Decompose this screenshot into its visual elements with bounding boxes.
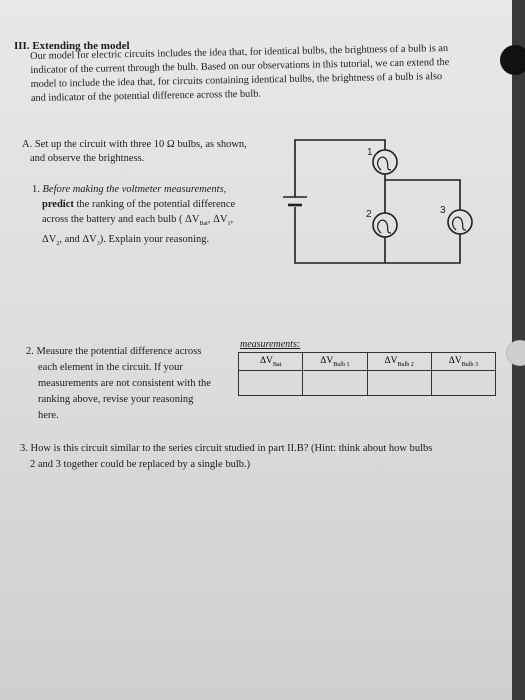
punch-hole <box>506 340 525 366</box>
header-text: ΔV <box>448 355 462 366</box>
intro-paragraph: Our model for electric circuits includes… <box>30 41 491 106</box>
question-3: 3. How is this circuit similar to the se… <box>20 441 500 473</box>
q1-italic: Before making the voltmeter measurements… <box>42 184 227 195</box>
q1-rest4: , <box>230 214 234 225</box>
value-cell-bulb1[interactable] <box>302 370 368 396</box>
header-sub: Bulb 2 <box>397 361 414 368</box>
q2-line: 2. Measure the potential difference acro… <box>26 346 202 357</box>
q2-line: ranking above, revise your reasoning <box>38 394 194 405</box>
wire-right-branch <box>385 179 461 210</box>
bulb-2 <box>372 212 398 238</box>
q3-line1: 3. How is this circuit similar to the se… <box>20 443 433 454</box>
q1-rest3: , ΔV <box>207 214 228 225</box>
q1-sub: 1 <box>227 221 231 228</box>
header-sub: Bat <box>272 361 282 368</box>
bulb-1 <box>372 149 398 175</box>
q2-line: each element in the circuit. If your <box>38 362 183 373</box>
question-1: 1. Before making the voltmeter measureme… <box>32 182 277 252</box>
q1-bold: predict <box>42 199 74 210</box>
measurements-label: measurements: <box>240 339 301 350</box>
q1-rest5: ΔV <box>42 234 57 246</box>
q1-rest6: , and ΔV <box>59 234 97 246</box>
bulb-3 <box>447 209 473 235</box>
q2-line: measurements are not consistent with the <box>38 378 211 389</box>
q1-rest2: across the battery and each bulb ( ΔV <box>42 214 200 225</box>
header-text: ΔV <box>320 355 334 366</box>
bulb-2-label: 2 <box>366 209 372 220</box>
part-a-line1: A. Set up the circuit with three 10 Ω bu… <box>22 139 247 150</box>
table-header-row: ΔVBat ΔVBulb 1 ΔVBulb 2 ΔVBulb 3 <box>237 352 497 371</box>
bulb-3-label: 3 <box>440 205 446 216</box>
bulb-1-filament <box>377 156 392 171</box>
part-a-line2: and observe the brightness. <box>30 153 145 164</box>
section-heading: III. Extending the model <box>14 40 130 52</box>
value-cell-bulb2[interactable] <box>366 370 432 396</box>
circuit-diagram: 1 2 3 <box>283 139 473 264</box>
header-sub: Bulb 3 <box>461 361 478 368</box>
wire-top <box>294 139 386 197</box>
punch-hole <box>500 45 525 75</box>
q1-rest1: the ranking of the potential difference <box>73 199 236 210</box>
measurements-table: ΔVBat ΔVBulb 1 ΔVBulb 2 ΔVBulb 3 <box>237 352 497 396</box>
worksheet-page: III. Extending the model Our model for e… <box>0 0 512 700</box>
header-text: ΔV <box>259 355 273 366</box>
q3-line2: 2 and 3 together could be replaced by a … <box>30 459 251 470</box>
part-a-instructions: A. Set up the circuit with three 10 Ω bu… <box>22 138 272 166</box>
q1-sub: 2 <box>56 241 60 248</box>
q1-number: 1. <box>32 184 40 195</box>
header-dv-bulb2: ΔVBulb 2 <box>366 352 432 371</box>
value-cell-bulb3[interactable] <box>430 370 497 396</box>
q1-sub: Bat <box>199 221 208 228</box>
bulb-2-filament <box>377 219 392 234</box>
table-value-row <box>237 370 497 396</box>
q1-rest7: ). Explain your reasoning. <box>99 234 210 246</box>
q2-line: here. <box>38 410 59 421</box>
header-dv-bulb1: ΔVBulb 1 <box>302 352 368 371</box>
wire-bottom <box>294 207 461 264</box>
bulb-1-label: 1 <box>367 147 373 158</box>
header-dv-bulb3: ΔVBulb 3 <box>430 352 497 371</box>
question-2: 2. Measure the potential difference acro… <box>26 344 246 424</box>
header-sub: Bulb 1 <box>333 361 350 368</box>
header-dv-bat: ΔVBat <box>237 352 304 371</box>
bulb-3-filament <box>452 216 467 231</box>
header-text: ΔV <box>384 355 398 366</box>
value-cell-bat[interactable] <box>237 370 304 396</box>
q1-sub: 3 <box>96 241 100 248</box>
